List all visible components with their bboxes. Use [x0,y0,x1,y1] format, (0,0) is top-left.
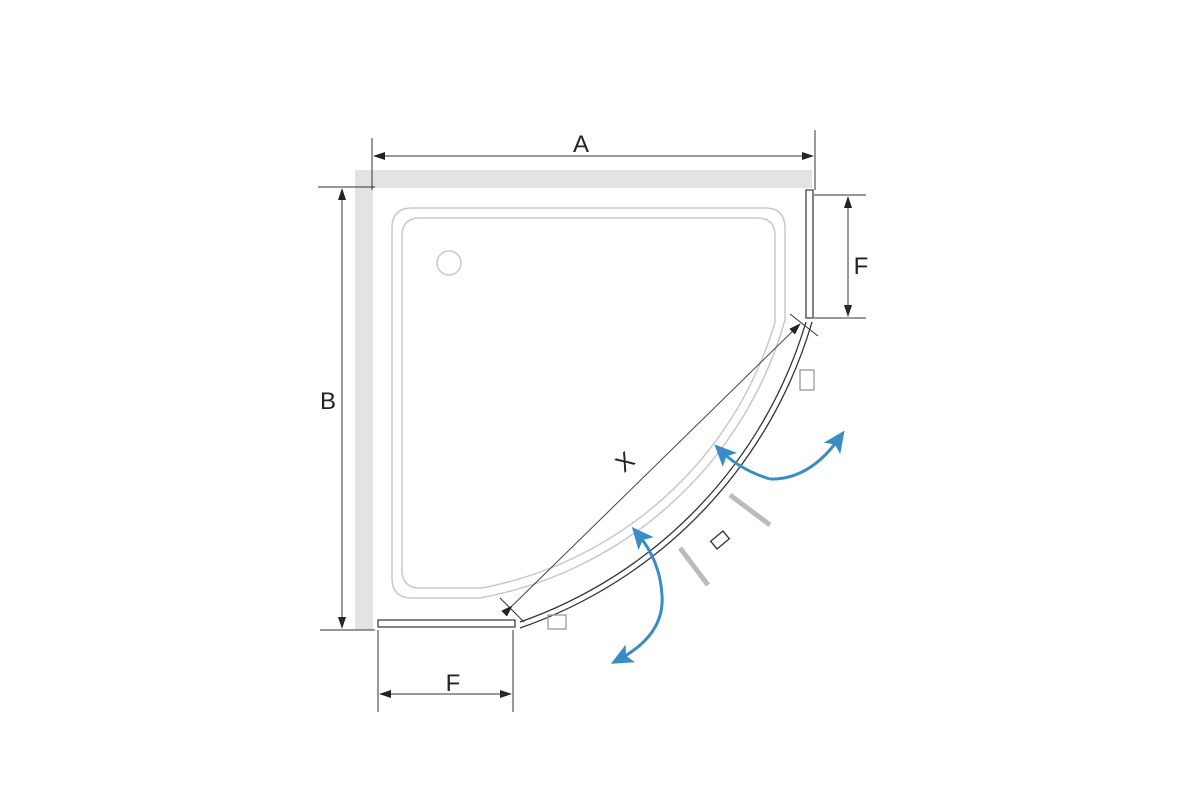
fixed-panel-bottom-dimension [377,630,514,712]
drain-icon [436,250,462,276]
door-swing-arrow-upper [714,430,845,481]
fixed-panel-right-label: F [854,253,869,280]
fixed-panel-right-dimension [814,194,866,319]
fixed-panel-right [805,189,814,319]
width-dimension [371,130,816,190]
depth-label: B [320,388,336,415]
door-swing-arrow-lower [610,526,664,664]
depth-dimension [318,186,375,631]
top-wall [355,170,812,188]
fixed-panel-bottom [377,619,516,628]
curved-sliding-doors [519,321,815,630]
left-wall [355,170,373,630]
fixed-panel-bottom-label: F [446,670,461,697]
width-label: A [573,131,589,158]
entrance-label: X [611,447,641,478]
shower-tray [391,207,786,599]
entrance-dimension-line [501,323,801,617]
